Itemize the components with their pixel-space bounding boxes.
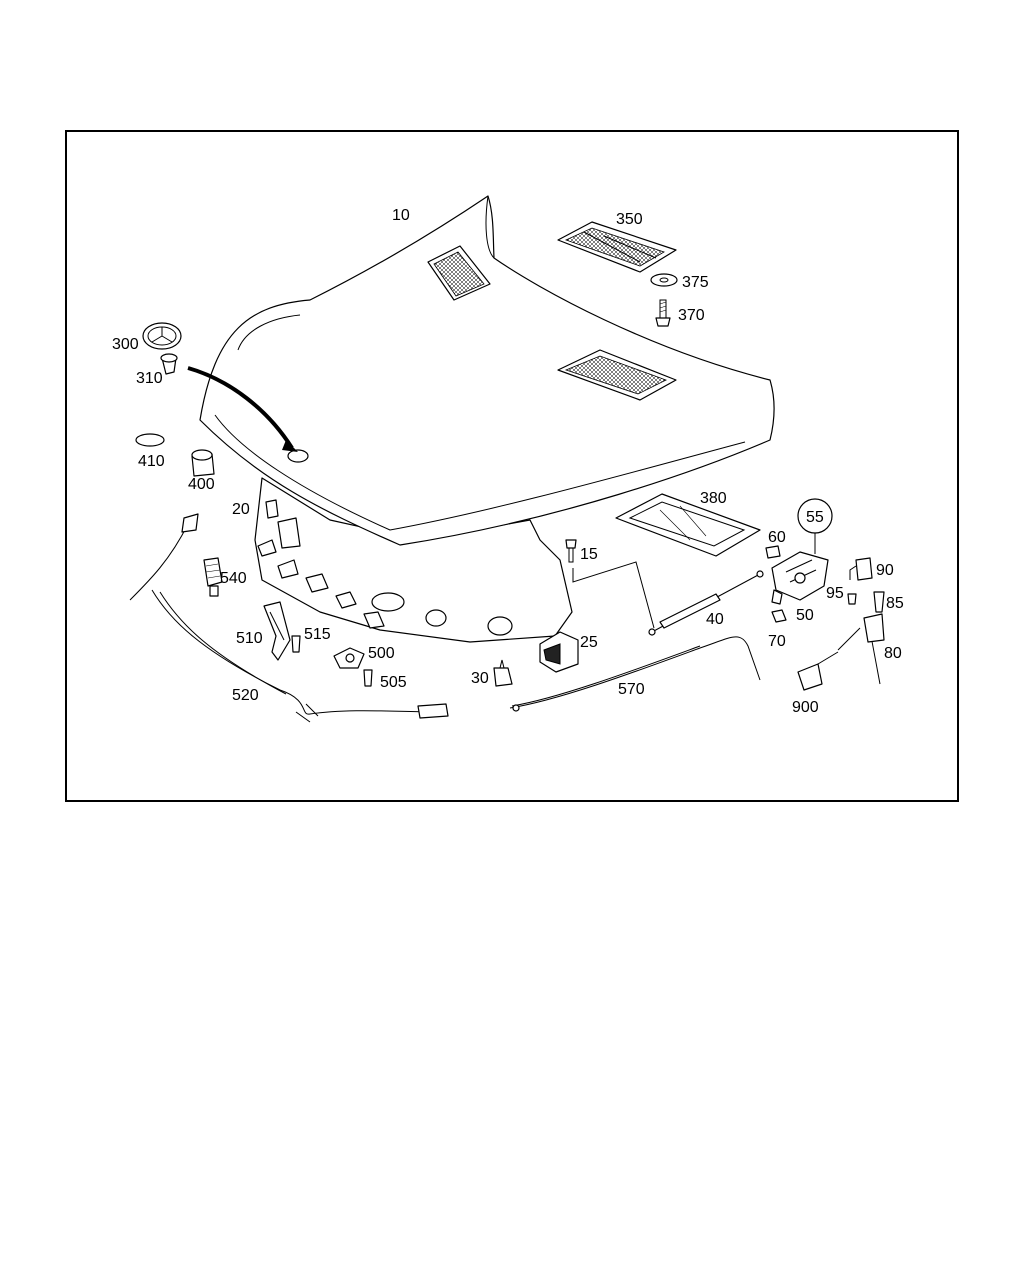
label-300: 300 xyxy=(112,336,139,353)
label-310: 310 xyxy=(136,370,163,387)
bolt-15 xyxy=(565,539,577,563)
part-labels: 10 20 15 25 30 40 50 55 60 70 80 85 90 9… xyxy=(112,207,904,716)
label-60: 60 xyxy=(768,529,786,546)
nut-70 xyxy=(771,609,787,623)
gas-strut-40 xyxy=(648,570,764,636)
label-570: 570 xyxy=(618,681,645,698)
hood-lock-50 xyxy=(771,551,829,605)
label-20: 20 xyxy=(232,501,250,518)
label-510: 510 xyxy=(236,630,263,647)
screw-95 xyxy=(847,593,857,605)
label-30: 30 xyxy=(471,670,489,687)
label-380: 380 xyxy=(700,490,727,507)
air-grille-350 xyxy=(557,221,677,273)
label-50: 50 xyxy=(796,607,814,624)
tray-380 xyxy=(615,493,761,557)
emblem-clip-310 xyxy=(160,353,178,375)
badge-arrow xyxy=(187,366,294,450)
screw-515 xyxy=(291,635,301,653)
label-350: 350 xyxy=(616,211,643,228)
label-515: 515 xyxy=(304,626,331,643)
label-520: 520 xyxy=(232,687,259,704)
star-emblem-300 xyxy=(142,322,182,350)
diagram-frame xyxy=(65,130,959,802)
nut-60 xyxy=(765,545,781,559)
label-25: 25 xyxy=(580,634,598,651)
label-400: 400 xyxy=(188,476,215,493)
leader-line-15 xyxy=(572,561,655,629)
rubber-buffer-400 xyxy=(191,449,215,477)
bolt-85 xyxy=(873,591,885,613)
label-505: 505 xyxy=(380,674,407,691)
label-85: 85 xyxy=(886,595,904,612)
label-410: 410 xyxy=(138,453,165,470)
screw-370 xyxy=(655,299,671,327)
bracket-510 xyxy=(263,601,291,661)
switch-90 xyxy=(849,557,873,581)
hood-liner xyxy=(254,477,573,643)
release-cable-570 xyxy=(509,636,761,709)
bracket-25 xyxy=(539,631,579,673)
label-370: 370 xyxy=(678,307,705,324)
label-95: 95 xyxy=(826,585,844,602)
fixture-500 xyxy=(333,647,365,669)
cable-520 xyxy=(129,513,449,723)
label-10: 10 xyxy=(392,207,410,224)
label-375: 375 xyxy=(682,274,709,291)
label-15: 15 xyxy=(580,546,598,563)
label-500: 500 xyxy=(368,645,395,662)
washer-375 xyxy=(650,273,678,287)
label-900: 900 xyxy=(792,699,819,716)
clip-30 xyxy=(493,659,513,687)
screw-505 xyxy=(363,669,373,687)
switch-540 xyxy=(203,557,223,597)
label-70: 70 xyxy=(768,633,786,650)
label-40: 40 xyxy=(706,611,724,628)
label-55: 55 xyxy=(806,509,824,526)
label-80: 80 xyxy=(884,645,902,662)
hood-panel xyxy=(199,195,775,546)
plug-410 xyxy=(135,433,165,447)
label-540: 540 xyxy=(220,570,247,587)
label-90: 90 xyxy=(876,562,894,579)
safety-catch-80 xyxy=(837,613,885,685)
sensor-900 xyxy=(797,651,839,691)
